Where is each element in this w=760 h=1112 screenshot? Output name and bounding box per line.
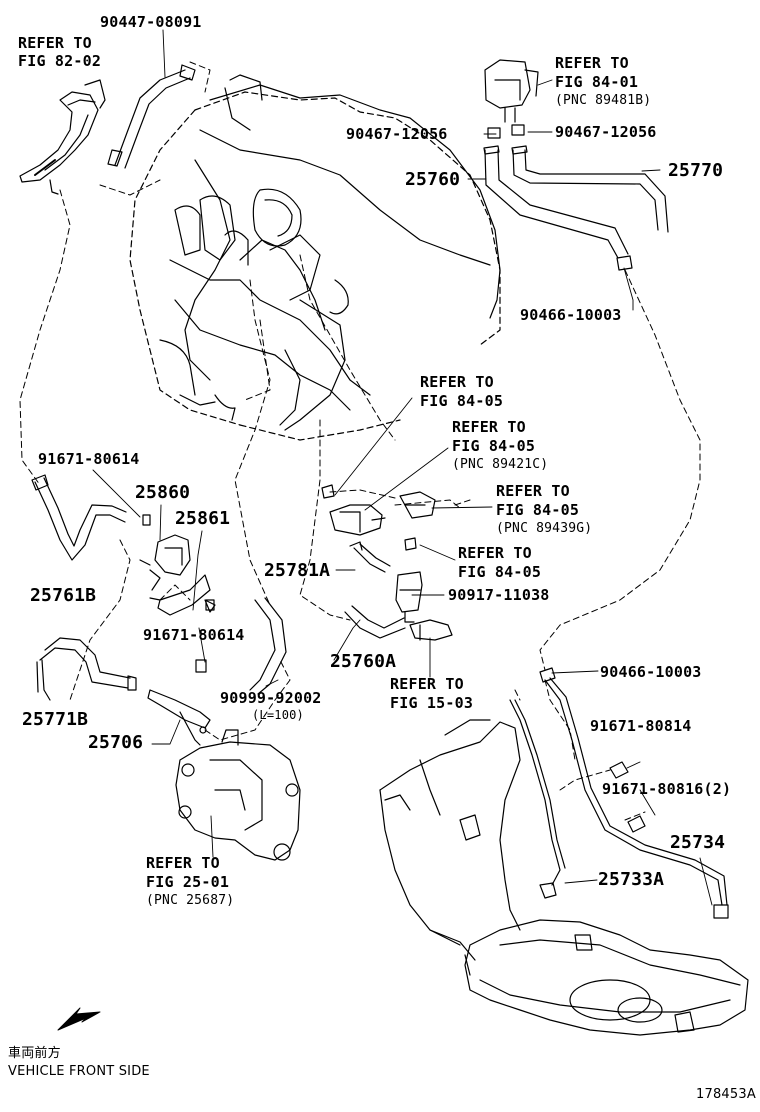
part-25861[interactable]: 25861 (175, 508, 231, 529)
leader-lines (92, 29, 713, 906)
part-90917-11038[interactable]: 90917-11038 (448, 586, 550, 604)
label-pnc-89439G: (PNC 89439G) (496, 521, 593, 536)
part-90466-10003-top[interactable]: 90466-10003 (520, 306, 622, 324)
clamp-90466-10003-top (616, 255, 633, 271)
label-vehicle-front-en: VEHICLE FRONT SIDE (8, 1064, 150, 1079)
label-refer-fig-84-05-d-line2[interactable]: FIG 84-05 (458, 563, 542, 581)
hose-25760 (483, 145, 629, 259)
catalytic-converter (379, 719, 749, 1036)
part-90467-12056-right[interactable]: 90467-12056 (555, 123, 657, 141)
vsv-90917-11038 (395, 571, 423, 623)
hose-25781A (349, 541, 391, 573)
label-refer-fig-84-05-b-line1: REFER TO (452, 418, 526, 436)
part-91671-80614-mid[interactable]: 91671-80614 (143, 626, 245, 644)
hose-90999-92002 (249, 597, 287, 695)
label-refer-fig-84-05-d-line1: REFER TO (458, 544, 532, 562)
label-refer-fig-84-01-line2[interactable]: FIG 84-01 (555, 73, 639, 91)
label-refer-fig-15-03-line2[interactable]: FIG 15-03 (390, 694, 474, 712)
label-refer-fig-25-01-line2[interactable]: FIG 25-01 (146, 873, 230, 891)
hose-25760A (344, 605, 406, 639)
bolts (205, 599, 646, 833)
bracket-25861 (149, 574, 216, 616)
sensor-25733A (509, 699, 566, 899)
part-25770[interactable]: 25770 (668, 160, 724, 181)
fitting-15-03 (409, 619, 453, 641)
label-refer-fig-15-03-line1: REFER TO (390, 675, 464, 693)
label-refer-fig-84-05-a-line1: REFER TO (420, 373, 494, 391)
label-pnc-25687: (PNC 25687) (146, 893, 235, 908)
bracket-82-02 (19, 79, 106, 195)
hose-90447-08091 (107, 64, 196, 169)
hose-25761B (31, 474, 127, 561)
label-vehicle-front-jp: 車両前方 (8, 1046, 61, 1061)
label-pnc-89481B: (PNC 89481B) (555, 93, 652, 108)
part-25781A[interactable]: 25781A (264, 560, 331, 581)
label-refer-fig-84-05-c-line2[interactable]: FIG 84-05 (496, 501, 580, 519)
part-90467-12056-left[interactable]: 90467-12056 (346, 125, 448, 143)
part-90447-08091[interactable]: 90447-08091 (100, 13, 202, 31)
part-25761B[interactable]: 25761B (30, 585, 97, 606)
label-length-100: (L=100) (252, 708, 304, 722)
sensor-25734 (539, 667, 729, 919)
engine-block (159, 74, 501, 431)
part-25771B[interactable]: 25771B (22, 709, 89, 730)
part-91671-80816[interactable]: 91671-80816(2) (602, 780, 732, 798)
part-25734[interactable]: 25734 (670, 832, 726, 853)
part-90999-92002[interactable]: 90999-92002 (220, 689, 322, 707)
diagram-id: 178453A (696, 1087, 756, 1102)
label-refer-fig-84-01-line1: REFER TO (555, 54, 629, 72)
label-refer-fig-82-02-line2[interactable]: FIG 82-02 (18, 52, 102, 70)
label-refer-fig-25-01-line1: REFER TO (146, 854, 220, 872)
stay-25706 (147, 659, 211, 746)
engine-outline (129, 91, 501, 441)
part-90466-10003-bottom[interactable]: 90466-10003 (600, 663, 702, 681)
hose-25770 (511, 145, 669, 233)
sensor-84-05 (321, 484, 436, 551)
part-91671-80614-top[interactable]: 91671-80614 (38, 450, 140, 468)
part-25706[interactable]: 25706 (88, 732, 144, 753)
vsv-25860 (139, 514, 191, 591)
dashed-leaders (19, 61, 701, 821)
label-pnc-89421C: (PNC 89421C) (452, 457, 549, 472)
part-25760A[interactable]: 25760A (330, 651, 397, 672)
part-25860[interactable]: 25860 (135, 482, 191, 503)
vehicle-front-arrow (57, 1007, 101, 1031)
part-25733A[interactable]: 25733A (598, 869, 665, 890)
part-25760[interactable]: 25760 (405, 169, 461, 190)
label-refer-fig-82-02-line1: REFER TO (18, 34, 92, 52)
sensor-84-01 (484, 59, 539, 139)
label-refer-fig-84-05-b-line2[interactable]: FIG 84-05 (452, 437, 536, 455)
label-refer-fig-84-05-a-line2[interactable]: FIG 84-05 (420, 392, 504, 410)
part-91671-80814[interactable]: 91671-80814 (590, 717, 692, 735)
label-refer-fig-84-05-c-line1: REFER TO (496, 482, 570, 500)
bracket-25-01 (175, 729, 301, 861)
hose-25771B (36, 637, 137, 701)
